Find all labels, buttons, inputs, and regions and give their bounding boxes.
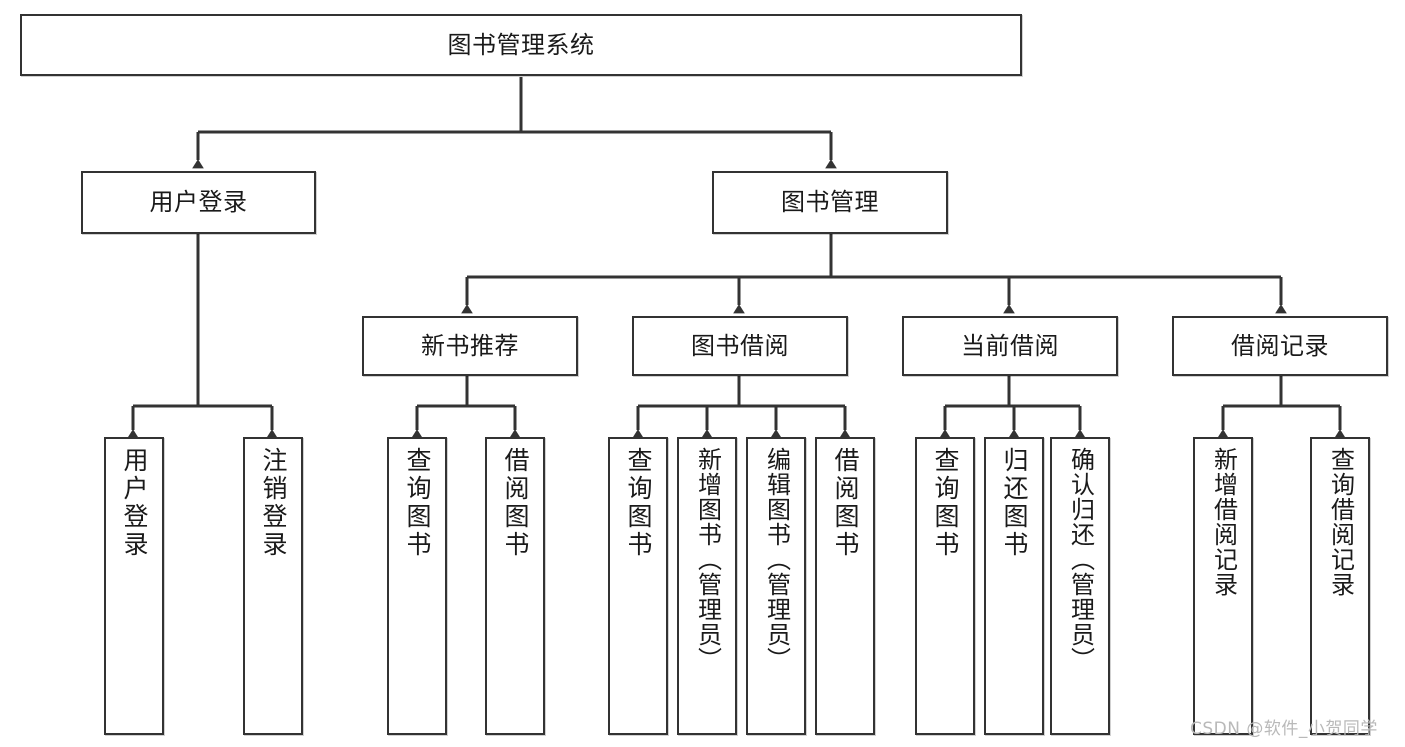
node-leaf-query-book-c[interactable]: 查询图书: [915, 437, 975, 735]
node-leaf-logout-label: 注销登录: [259, 447, 288, 559]
node-leaf-user-login-label: 用户登录: [120, 447, 149, 559]
node-leaf-confirm-return-label: 确认归还（管理员）: [1066, 447, 1095, 672]
node-leaf-return-book[interactable]: 归还图书: [984, 437, 1044, 735]
node-leaf-borrow-book-b[interactable]: 借阅图书: [815, 437, 875, 735]
node-leaf-add-record[interactable]: 新增借阅记录: [1193, 437, 1253, 735]
node-leaf-confirm-return[interactable]: 确认归还（管理员）: [1050, 437, 1110, 735]
node-leaf-logout[interactable]: 注销登录: [243, 437, 303, 735]
node-leaf-add-book-label: 新增图书（管理员）: [693, 447, 722, 672]
csdn-watermark: CSDN @软件_小贺同学: [1190, 719, 1378, 739]
node-leaf-borrow-book-b-label: 借阅图书: [831, 447, 860, 559]
node-leaf-query-book-b-label: 查询图书: [624, 447, 653, 559]
node-borrow-record-label: 借阅记录: [1231, 331, 1329, 360]
node-leaf-edit-book[interactable]: 编辑图书（管理员）: [746, 437, 806, 735]
node-leaf-query-book-b[interactable]: 查询图书: [608, 437, 668, 735]
node-leaf-query-book-a-label: 查询图书: [403, 447, 432, 559]
node-new-book-recommend-label: 新书推荐: [421, 331, 519, 360]
node-book-borrow-label: 图书借阅: [691, 331, 789, 360]
node-book-borrow[interactable]: 图书借阅: [632, 316, 848, 376]
node-book-manage-label: 图书管理: [781, 188, 879, 217]
node-leaf-add-book[interactable]: 新增图书（管理员）: [677, 437, 737, 735]
node-leaf-edit-book-label: 编辑图书（管理员）: [762, 447, 791, 672]
node-leaf-borrow-book-a[interactable]: 借阅图书: [485, 437, 545, 735]
node-leaf-add-record-label: 新增借阅记录: [1209, 447, 1238, 597]
node-leaf-return-book-label: 归还图书: [1000, 447, 1029, 559]
node-user-login-label: 用户登录: [149, 188, 248, 217]
node-root[interactable]: 图书管理系统: [20, 14, 1022, 76]
node-leaf-query-record[interactable]: 查询借阅记录: [1310, 437, 1370, 735]
node-new-book-recommend[interactable]: 新书推荐: [362, 316, 578, 376]
node-leaf-query-book-a[interactable]: 查询图书: [387, 437, 447, 735]
node-leaf-query-record-label: 查询借阅记录: [1326, 447, 1355, 597]
node-borrow-record[interactable]: 借阅记录: [1172, 316, 1388, 376]
node-leaf-user-login[interactable]: 用户登录: [104, 437, 164, 735]
node-user-login[interactable]: 用户登录: [81, 171, 316, 234]
node-leaf-query-book-c-label: 查询图书: [931, 447, 960, 559]
node-book-manage[interactable]: 图书管理: [712, 171, 948, 234]
node-leaf-borrow-book-a-label: 借阅图书: [501, 447, 530, 559]
node-root-label: 图书管理系统: [447, 30, 595, 59]
node-current-borrow[interactable]: 当前借阅: [902, 316, 1118, 376]
node-current-borrow-label: 当前借阅: [961, 331, 1059, 360]
